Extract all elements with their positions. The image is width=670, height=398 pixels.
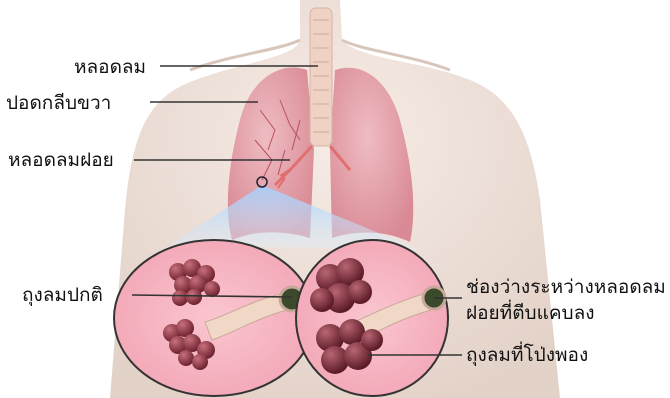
label-narrowed-bronchiole-line2: ฝอยที่ตีบแคบลง xyxy=(466,302,595,324)
label-right-lung: ปอดกลีบขวา xyxy=(6,92,111,114)
normal-alveoli-inset xyxy=(114,240,314,396)
label-bronchiole: หลอดลมฝอย xyxy=(8,149,114,171)
label-trachea: หลอดลม xyxy=(74,56,146,78)
emphysema-inset xyxy=(296,240,448,396)
label-normal-alveoli: ถุงลมปกติ xyxy=(22,284,103,306)
label-emphysema-alveoli: ถุงลมที่โป่งพอง xyxy=(466,344,588,366)
label-narrowed-bronchiole-line1: ช่องว่างระหว่างหลอดลม xyxy=(466,276,666,298)
